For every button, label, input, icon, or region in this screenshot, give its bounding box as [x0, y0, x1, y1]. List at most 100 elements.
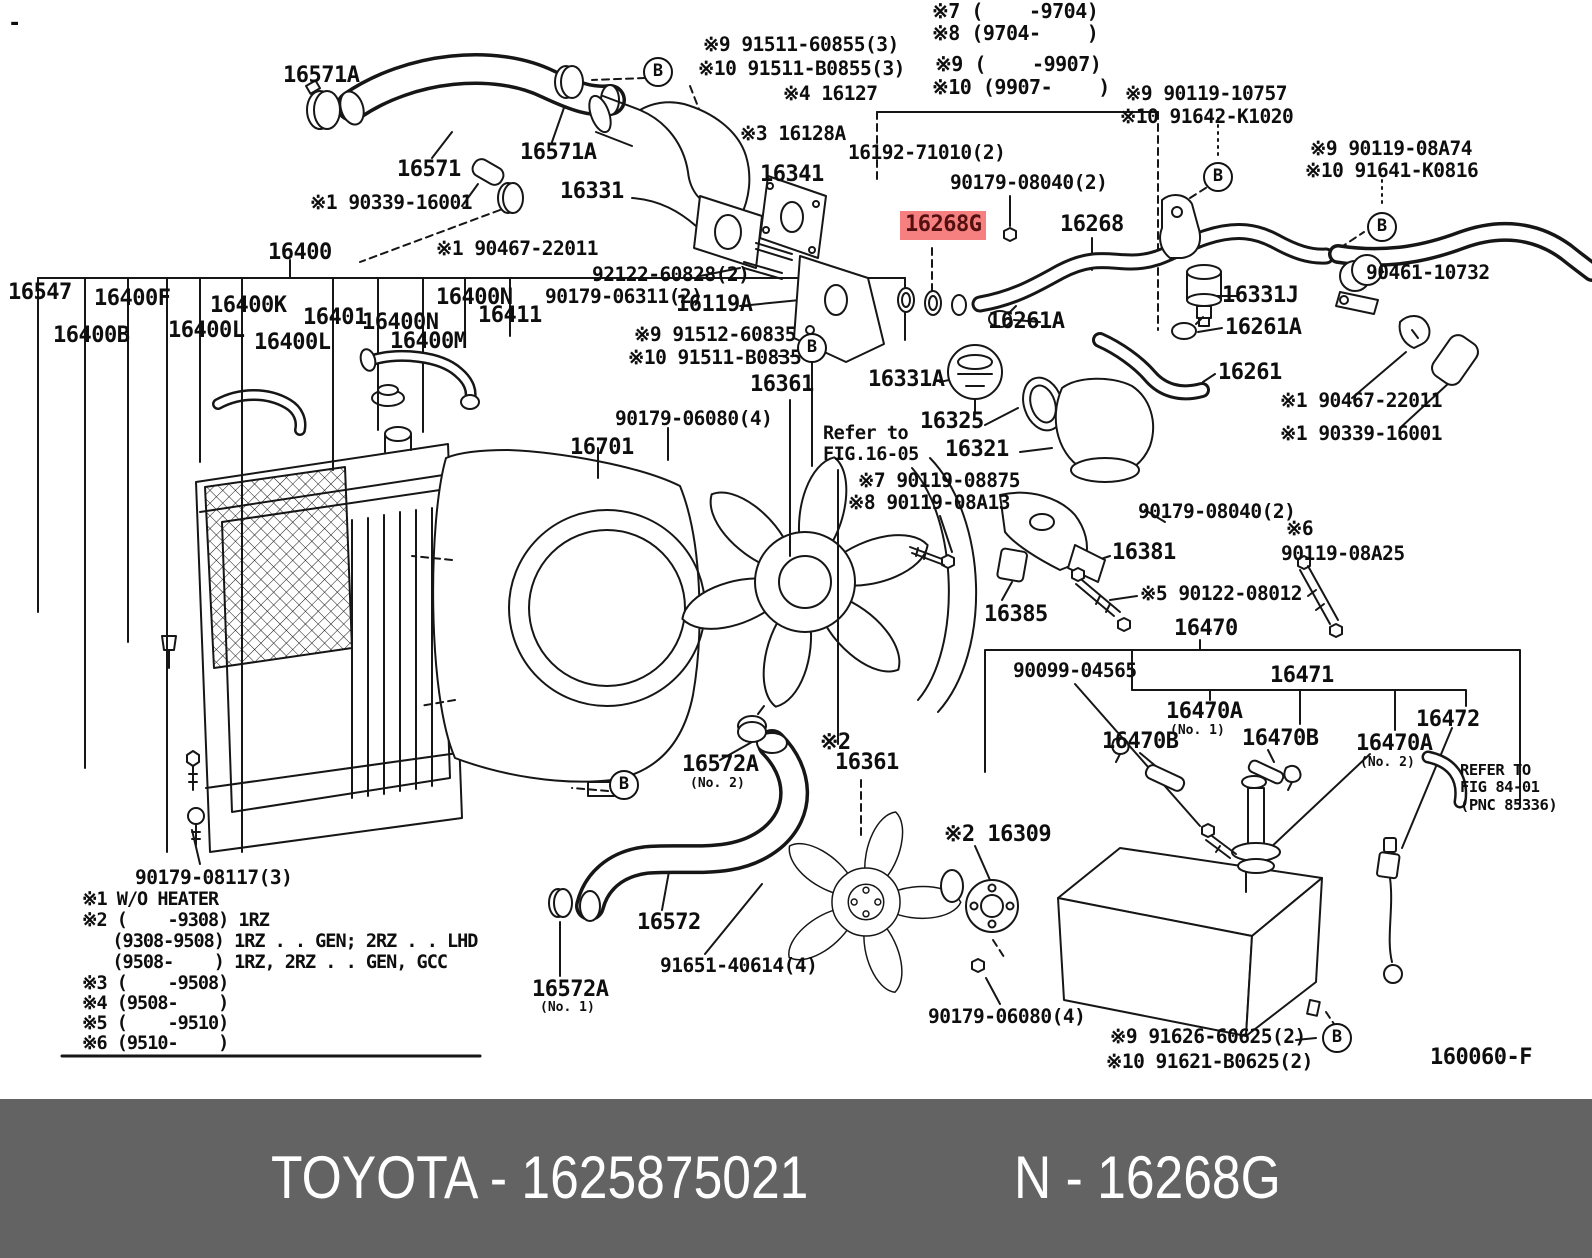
part-number-label: ※4 16127 [783, 82, 878, 105]
part-number-label: 16571A [283, 63, 360, 88]
part-number-label: 16470B [1102, 729, 1179, 754]
part-number-label: 16572A [532, 977, 609, 1002]
part-number-label: ※9 91511-60855(3) [703, 33, 899, 56]
part-number-label: 16571A [520, 140, 597, 165]
part-number-label: 90179-06080(4) [615, 407, 773, 430]
part-number-label: ※2 16309 [944, 822, 1052, 847]
part-number-label: 16261A [1225, 315, 1302, 340]
part-number-label: 160060-F [1430, 1045, 1532, 1070]
part-number-label: ※10 91511-B0855(3) [698, 57, 905, 80]
part-number-label: 16325 [920, 409, 984, 434]
part-number-label: 16472 [1416, 707, 1480, 732]
part-number-label: ※9 ( -9907) [935, 52, 1102, 76]
part-number-label: ※8 90119-08A13 [848, 491, 1010, 514]
part-number-label: ※9 91626-60625(2) [1110, 1025, 1306, 1048]
part-number-label: 16268 [1060, 212, 1124, 237]
callout-b-icon: B [1322, 1023, 1352, 1053]
part-number-label: 91651-40614(4) [660, 954, 818, 977]
callout-b-icon: B [1203, 162, 1233, 192]
part-number-label: ※7 ( -9704) [932, 0, 1099, 23]
footer-bar: TOYOTA - 1625875021 N - 16268G [0, 1099, 1592, 1258]
part-number-label: 16470A [1166, 699, 1243, 724]
part-number-label: 90179-06080(4) [928, 1005, 1086, 1028]
part-number-label: 16341 [760, 162, 824, 187]
part-number-label: 16321 [945, 437, 1009, 462]
part-number-label: 90179-08040(2) [1138, 500, 1296, 523]
part-number-label: 16400L [168, 318, 245, 343]
part-number-label: 90099-04565 [1013, 659, 1137, 682]
part-number-label: 16572A [682, 752, 759, 777]
part-number-label: 90179-08040(2) [950, 171, 1108, 194]
part-number-label: ※9 90119-08A74 [1310, 137, 1472, 160]
part-number-label: 16261A [988, 309, 1065, 334]
part-number-label: 16192-71010(2) [848, 141, 1006, 164]
part-number-label: (No. 2) [1360, 755, 1415, 770]
part-number-label: 90179-06311(2) [545, 285, 703, 308]
callout-b-icon: B [1367, 212, 1397, 242]
part-number-label: ※10 (9907- ) [932, 75, 1110, 99]
part-number-label: ※1 W/O HEATER [82, 889, 219, 910]
part-number-label: 16572 [637, 910, 701, 935]
part-number-label: 16400N [362, 310, 439, 335]
part-number-label: 16400K [210, 293, 287, 318]
part-number-label: ※8 (9704- ) [932, 21, 1099, 45]
part-number-label: (No. 1) [1170, 723, 1225, 738]
part-number-label: ※1 90467-22011 [1280, 389, 1442, 412]
part-number-label: 90461-10732 [1366, 261, 1490, 284]
part-number-label: ※3 ( -9508) [82, 973, 229, 994]
part-number-label: ※5 ( -9510) [82, 1013, 229, 1034]
highlighted-part-label: 16268G [900, 211, 987, 240]
part-number-label: 16361 [750, 372, 814, 397]
part-number-label: 16331J [1222, 283, 1299, 308]
part-number-label: 16400B [53, 323, 130, 348]
part-number-label: ※9 90119-10757 [1125, 82, 1287, 105]
part-number-label: REFER TO FIG 84-01 (PNC 85336) [1460, 761, 1558, 814]
diagram-line-art [37, 52, 1592, 1058]
part-number-label: 16361 [835, 750, 899, 775]
callout-b-icon: B [797, 333, 827, 363]
part-number-label: ※6 [1286, 517, 1314, 540]
part-number-label: 16470 [1174, 616, 1238, 641]
part-number-label: ※1 90339-16001 [1280, 422, 1442, 445]
catalog-part-code: TOYOTA - 1625875021 [271, 1144, 809, 1211]
part-number-label: 16400N [436, 285, 513, 310]
part-number-label: 92122-60828(2) [592, 263, 750, 286]
part-number-label: ※1 90339-16001 [310, 191, 472, 214]
part-number-label: 16571 [397, 157, 461, 182]
callout-b-icon: B [643, 57, 673, 87]
part-number-label: ※6 (9510- ) [82, 1033, 229, 1054]
part-number-label: 16401 [303, 305, 367, 330]
part-number-label: 16470B [1242, 726, 1319, 751]
part-number-label: 16385 [984, 602, 1048, 627]
part-number-label: 16701 [570, 435, 634, 460]
part-number-label: 16547 [8, 280, 72, 305]
part-number-label: 16400L [254, 330, 331, 355]
part-number-label: 16331A [868, 367, 945, 392]
part-number-label: Refer to FIG.16-05 [823, 423, 919, 465]
part-number-label: 16400F [94, 286, 171, 311]
part-number-label: 90119-08A25 [1281, 542, 1405, 565]
part-number-label: ※2 [820, 730, 851, 755]
part-number-label: ※10 91642-K1020 [1120, 105, 1294, 128]
part-number-label: 16400 [268, 240, 332, 265]
part-number-label: (9308-9508) 1RZ . . GEN; 2RZ . . LHD [82, 931, 478, 952]
part-number-label: 90179-08117(3) [135, 866, 293, 889]
part-number-label: 16331 [560, 179, 624, 204]
part-number-label: 16470A [1356, 731, 1433, 756]
part-number-label: 16471 [1270, 663, 1334, 688]
part-number-label: 16261 [1218, 360, 1282, 385]
part-number-label: (No. 2) [690, 776, 745, 791]
part-number-label: 16119A [676, 292, 753, 317]
part-number-label: - [8, 11, 21, 36]
part-number-label: (9508- ) 1RZ, 2RZ . . GEN, GCC [82, 952, 448, 973]
part-number-label: 16381 [1112, 540, 1176, 565]
catalog-part-reference: N - 16268G [1014, 1144, 1281, 1211]
part-number-label: ※4 (9508- ) [82, 993, 229, 1014]
part-number-label: ※7 90119-08875 [858, 469, 1020, 492]
callout-b-icon: B [609, 770, 639, 800]
part-number-label: ※2 ( -9308) 1RZ [82, 910, 270, 931]
part-number-label: ※1 90467-22011 [436, 237, 598, 260]
part-number-label: 16400M [390, 329, 467, 354]
part-number-label: ※10 91511-B0835 [628, 346, 802, 369]
